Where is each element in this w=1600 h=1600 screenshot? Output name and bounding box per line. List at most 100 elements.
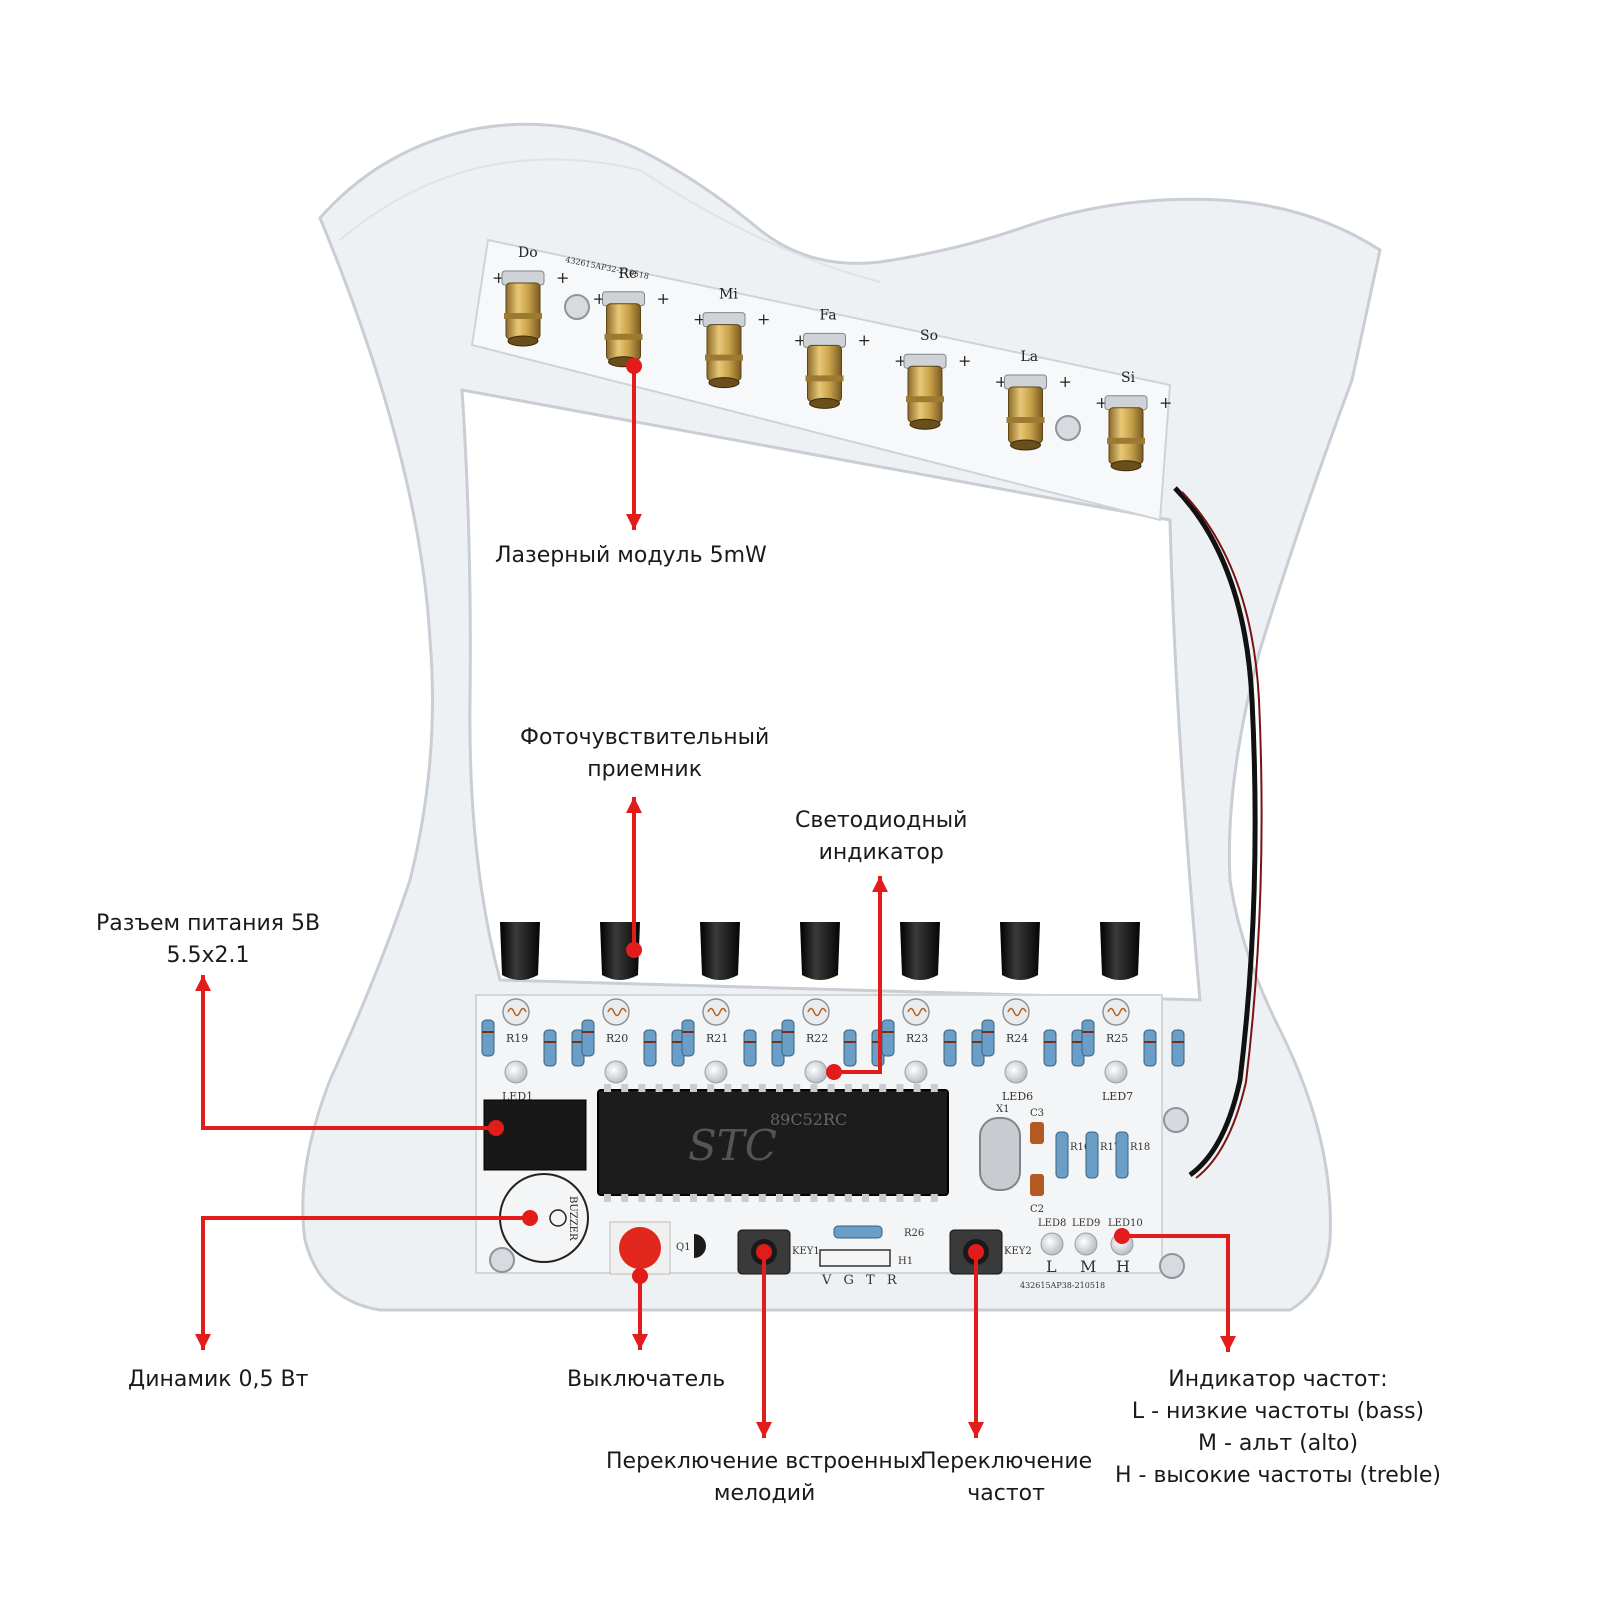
chip-pin-top	[638, 1084, 646, 1092]
resistor-r26	[833, 1225, 883, 1239]
photo-sensor-sleeve	[500, 922, 540, 980]
laser-brass-ring	[504, 313, 542, 319]
laser-module-la: La++	[995, 349, 1072, 451]
arrow-led-head	[872, 876, 888, 892]
key2-label: KEY2	[1004, 1246, 1032, 1257]
laser-module-fa: Fa++	[794, 307, 871, 409]
arrow-freq-head	[1220, 1336, 1236, 1352]
power-switch-button	[619, 1227, 661, 1269]
ldr-track	[707, 1007, 727, 1017]
arrow-key2	[968, 1252, 984, 1438]
laser-lens	[809, 397, 840, 409]
chip-brand: STC	[688, 1121, 777, 1170]
laser-brass-body	[807, 344, 842, 402]
label-led-indicator: Светодиодный индикатор	[795, 805, 967, 869]
arrow-speaker-head	[195, 1334, 211, 1350]
laser-pcb: 432615AP32-210518Do++Re++Mi++Fa++So++La+…	[470, 238, 1172, 522]
laser-module-si: Si++	[1095, 370, 1172, 472]
arrow-led-line	[834, 876, 882, 1074]
arrow-laser-head	[626, 514, 642, 530]
label-freq-indicator: Индикатор частот: L - низкие частоты (ba…	[1115, 1364, 1441, 1492]
chip-pin-bottom	[793, 1194, 801, 1202]
arrow-speaker-line	[201, 1216, 530, 1350]
label-freq-indicator-line2: L - низкие частоты (bass)	[1131, 1399, 1425, 1424]
label-melody-switch-line2: мелодий	[713, 1481, 816, 1506]
resistor-label: R22	[806, 1032, 828, 1045]
cap-c2-label: C2	[1030, 1204, 1044, 1215]
ldr-track	[607, 1007, 627, 1017]
chip-pin-bottom	[621, 1194, 629, 1202]
resistor-label: R24	[1006, 1032, 1028, 1045]
chip-pin-top	[672, 1084, 680, 1092]
resistor-2	[743, 1029, 757, 1067]
chip-pin-top	[844, 1084, 852, 1092]
laser-plus-right: +	[858, 330, 871, 349]
chip-pin-bottom	[896, 1194, 904, 1202]
laser-strip-screw-right	[1055, 415, 1081, 441]
label-photo-receiver: Фоточувствительный приемник	[520, 722, 769, 786]
label-speaker-text: Динамик 0,5 Вт	[128, 1367, 309, 1392]
photo-sensor-sleeve	[900, 922, 940, 980]
resistor-1	[781, 1019, 795, 1057]
laser-module-mi: Mi++	[693, 287, 770, 389]
chip-pin-top	[896, 1084, 904, 1092]
resistor-1	[981, 1019, 995, 1057]
acrylic-inner-edge	[339, 158, 881, 283]
chip-pin-bottom	[655, 1194, 663, 1202]
ldr-track	[907, 1007, 927, 1017]
photo-sensor-sleeve	[600, 922, 640, 980]
arrow-power-head	[195, 975, 211, 991]
label-led-indicator-line1: Светодиодный	[795, 808, 968, 833]
resistor-1	[481, 1019, 495, 1057]
chip-pin-top	[621, 1084, 629, 1092]
freq-led	[1040, 1232, 1064, 1256]
ldr-track	[1107, 1007, 1127, 1017]
label-led-indicator-line2: индикатор	[818, 840, 944, 865]
header-pins-label: V G T R	[821, 1273, 901, 1288]
freq-led	[1074, 1232, 1098, 1256]
note-label-fa: Fa	[820, 307, 837, 323]
chip-pin-top	[707, 1084, 715, 1092]
label-freq-indicator-line1: Индикатор частот:	[1168, 1367, 1388, 1392]
led-label: LED7	[1102, 1090, 1133, 1103]
ldr-head	[502, 998, 530, 1026]
laser-plus-right: +	[1059, 372, 1072, 391]
led	[1104, 1060, 1128, 1084]
chip-model: 89C52RC	[770, 1110, 847, 1129]
freq-letter: M	[1080, 1257, 1096, 1276]
resistor-label: R25	[1106, 1032, 1128, 1045]
led	[604, 1060, 628, 1084]
laser-lens	[1010, 439, 1041, 451]
label-switch: Выключатель	[567, 1364, 725, 1396]
chip-pin-top	[776, 1084, 783, 1092]
arrow-key2-head	[968, 1422, 984, 1438]
laser-brass-ring	[1107, 437, 1145, 444]
chip-pin-top	[604, 1084, 611, 1092]
note-label-so: So	[920, 328, 938, 344]
chip-pin-top	[810, 1084, 818, 1092]
chip-pin-bottom	[758, 1194, 766, 1202]
chip-pin-top	[793, 1084, 801, 1092]
led	[1004, 1060, 1028, 1084]
label-laser-module: Лазерный модуль 5mW	[495, 540, 767, 572]
chip-pin-bottom	[862, 1194, 869, 1202]
laser-strip-screw-left	[564, 294, 590, 320]
resistor-2	[1043, 1029, 1057, 1067]
label-freq-switch-line2: частот	[967, 1481, 1045, 1506]
photo-sensor-sleeve	[1100, 922, 1140, 980]
arrow-switch	[632, 1276, 648, 1350]
chip-pin-bottom	[672, 1194, 680, 1202]
resistor-2	[943, 1029, 957, 1067]
label-freq-indicator-line3: M - альт (alto)	[1197, 1431, 1359, 1456]
pcb-id-bottom: 432615AP38-210518	[1020, 1281, 1105, 1290]
label-power-jack: Разъем питания 5В 5.5x2.1	[96, 908, 320, 972]
laser-brass-ring	[604, 333, 643, 340]
note-label-mi: Mi	[719, 287, 738, 303]
resistor-label: R20	[606, 1032, 628, 1045]
resistor-right-label: R17	[1100, 1142, 1120, 1153]
label-power-jack-line2: 5.5x2.1	[166, 943, 250, 968]
chip-pin-bottom	[690, 1194, 697, 1202]
resistor-2	[1143, 1029, 1157, 1067]
power-wire	[1173, 486, 1258, 1178]
